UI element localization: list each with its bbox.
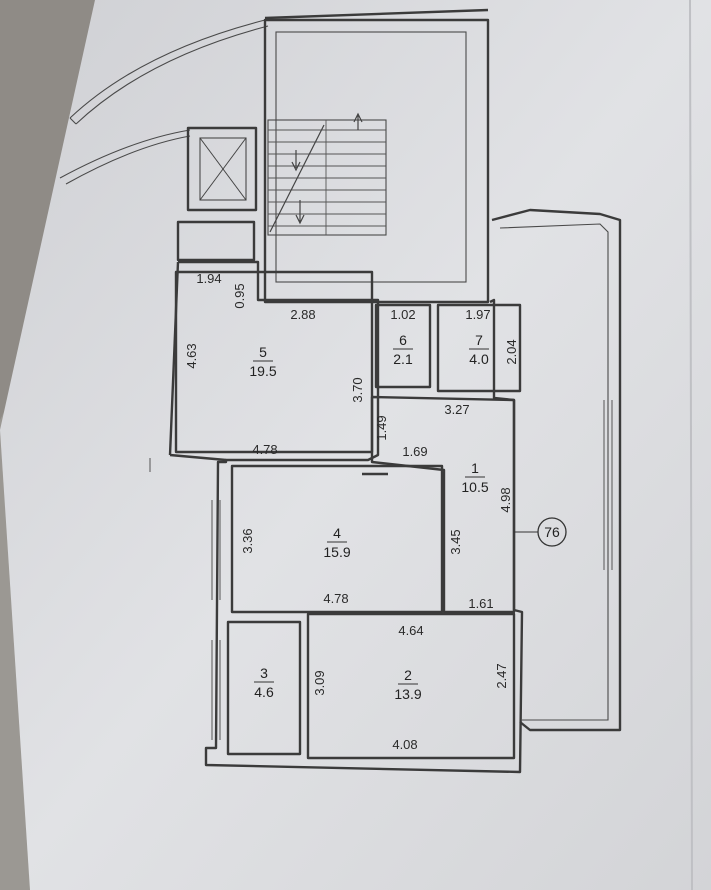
room-4-walls [230,464,444,614]
room-7-area: 4.0 [469,351,489,367]
room-2-label: 213.9 [394,667,421,702]
dimension-label: 3.36 [240,528,255,553]
room-1-walls [370,395,516,614]
bay-window [491,208,622,732]
dimension-label: 0.95 [232,283,247,308]
wall-room5-bottom [169,453,227,462]
room-1-area: 10.5 [461,479,488,495]
dimension-label: 3.70 [350,377,365,402]
room-2-area: 13.9 [394,686,421,702]
dimension-label: 4.78 [252,442,277,457]
dimension-label: 1.94 [196,271,221,286]
left-windows [149,458,221,740]
dimension-label: 1.97 [465,307,490,322]
dimension-label: 2.04 [504,339,519,364]
dimension-label: 1.61 [468,596,493,611]
dimension-label: 1.69 [402,444,427,459]
dimension-label: 2.88 [290,307,315,322]
room-3-walls [226,620,302,756]
room-3-number: 3 [260,665,268,681]
room-6-number: 6 [399,332,407,348]
arrow-down-icon [295,200,305,225]
dimension-label: 1.49 [374,415,389,440]
page-fold [689,0,693,890]
apartment-number: 76 [544,524,560,540]
dimension-label: 3.09 [312,670,327,695]
dimension-label: 3.45 [448,529,463,554]
room-2-walls [306,612,516,760]
room-5-number: 5 [259,344,267,360]
room-6-walls [374,303,432,389]
room-6-label: 62.1 [393,332,413,367]
room-6-area: 2.1 [393,351,413,367]
dimension-label: 3.27 [444,402,469,417]
dimension-label: 4.64 [398,623,423,638]
dimension-label: 4.63 [184,343,199,368]
room-1-number: 1 [471,460,479,476]
stair-core [263,18,490,304]
room-4-area: 15.9 [323,544,350,560]
room-5-label: 519.5 [249,344,276,379]
room-4-label: 415.9 [323,525,350,560]
room-5-area: 19.5 [249,363,276,379]
room-5-walls [174,270,374,454]
curved-gallery [59,8,489,185]
apartment-number-badge: 76 [514,517,567,547]
dimension-label: 2.47 [494,663,509,688]
room-1-label: 110.5 [461,460,488,495]
room-3-label: 34.6 [254,665,274,700]
arrow-up-icon [353,112,363,130]
dimension-label: 4.78 [323,591,348,606]
dimension-label: 1.02 [390,307,415,322]
dimension-label: 4.98 [498,487,513,512]
room-7-walls [436,303,522,393]
room-7-number: 7 [475,332,483,348]
room-2-number: 2 [404,667,412,683]
arrow-down-icon [291,150,301,172]
room-3-area: 4.6 [254,684,274,700]
room-4-number: 4 [333,525,341,541]
dimension-label: 4.08 [392,737,417,752]
elevator-shaft [176,126,258,262]
room-7-label: 74.0 [469,332,489,367]
